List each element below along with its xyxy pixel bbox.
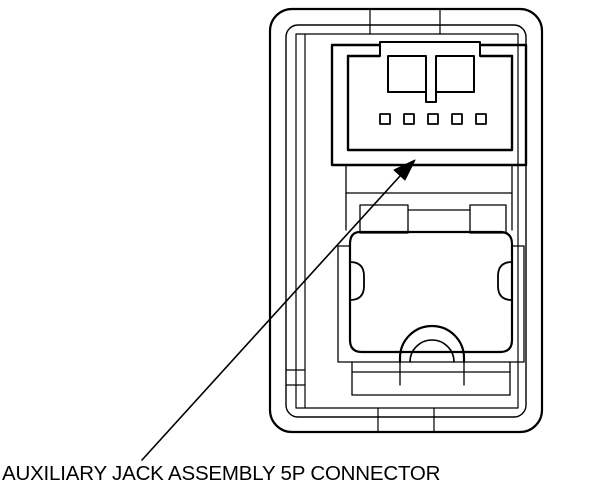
connector-pin	[379, 113, 391, 125]
connector-pin	[427, 113, 439, 125]
callout-leader-arrow	[141, 159, 416, 461]
housing-outline	[268, 7, 544, 434]
connector-pins	[379, 113, 487, 125]
callout-label: AUXILIARY JACK ASSEMBLY 5P CONNECTOR	[2, 462, 441, 485]
connector-5p	[330, 41, 528, 167]
connector-pin	[475, 113, 487, 125]
latch-body	[337, 164, 525, 396]
connector-pin	[403, 113, 415, 125]
connector-pin	[451, 113, 463, 125]
